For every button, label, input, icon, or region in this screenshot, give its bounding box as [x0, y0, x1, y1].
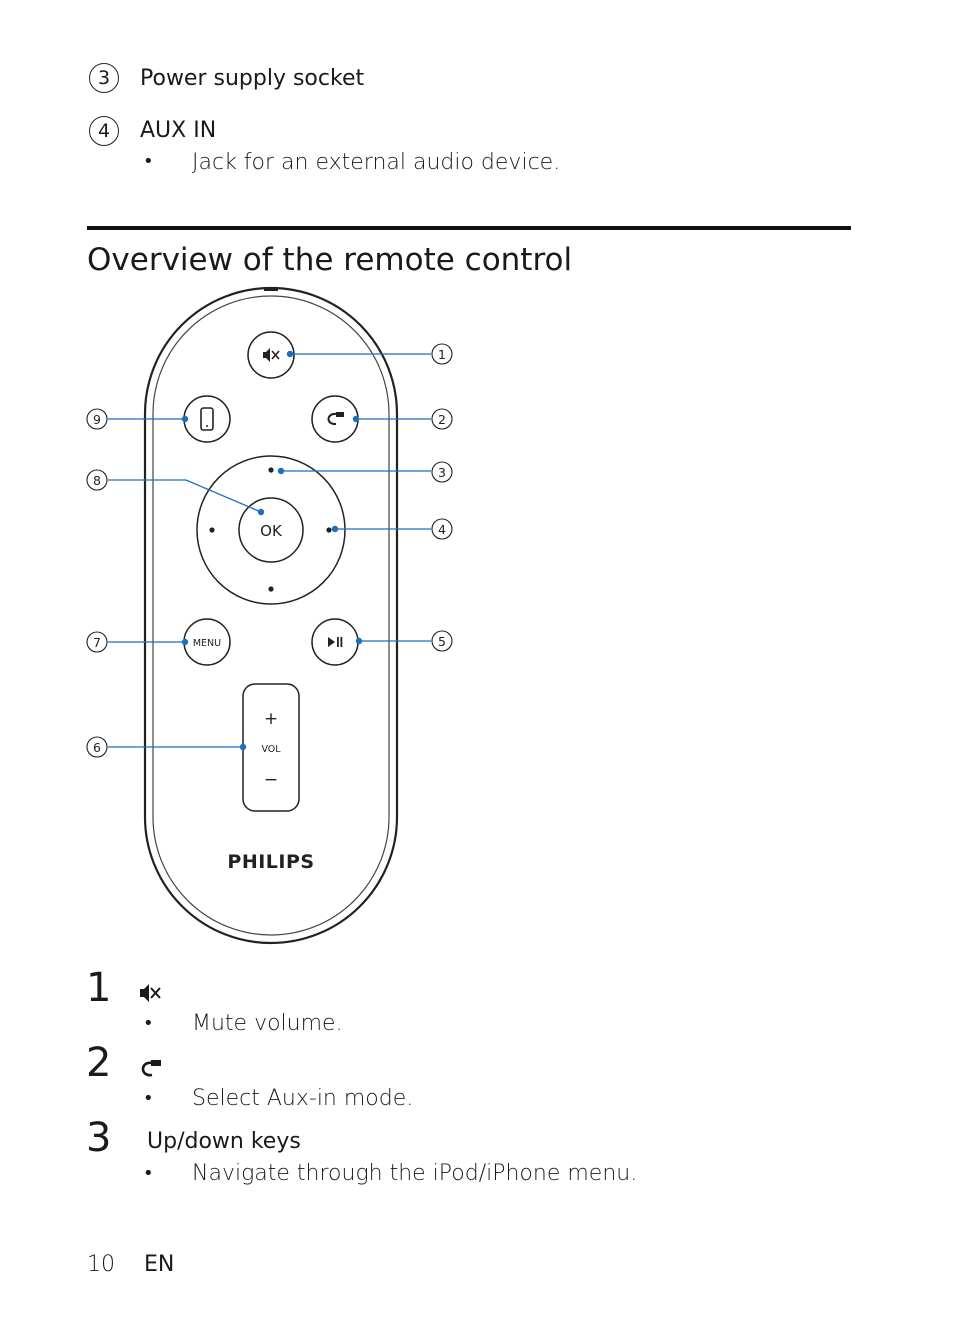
- volume-minus: −: [264, 770, 278, 790]
- callout-circle: [431, 343, 453, 365]
- bullet-point: •: [143, 1013, 154, 1034]
- callout-circle: [431, 630, 453, 652]
- connector-label-aux-in: AUX IN: [140, 118, 217, 143]
- mute-button: [247, 331, 295, 379]
- left-key-dot: [209, 527, 215, 533]
- connector-label-power-supply: Power supply socket: [140, 66, 365, 91]
- remote-control-illustration: OK MENU + VOL − PHILIPS: [86, 286, 453, 945]
- item-number: 2: [86, 1040, 112, 1086]
- callout-number: 2: [438, 412, 446, 427]
- item-number: 1: [86, 965, 112, 1011]
- section-divider: [87, 226, 851, 230]
- bullet-point: •: [143, 1088, 154, 1109]
- menu-label: MENU: [193, 638, 221, 649]
- down-key-dot: [268, 586, 274, 592]
- callout-circle: [86, 408, 108, 430]
- volume-plus: +: [264, 709, 278, 729]
- item-label: Up/down keys: [147, 1129, 301, 1154]
- callout-lines: [108, 353, 431, 748]
- remote-ir-window: [264, 287, 278, 291]
- page-number: 10: [87, 1252, 115, 1277]
- language-code: EN: [144, 1252, 175, 1277]
- remote-body-inner: [152, 295, 390, 936]
- callout-circle: [86, 736, 108, 758]
- callout-number: 1: [438, 347, 446, 362]
- item-description: Mute volume.: [192, 1011, 343, 1036]
- bullet-point: •: [143, 1163, 154, 1184]
- item-description: Navigate through the iPod/iPhone menu.: [192, 1161, 638, 1186]
- mute-icon: [140, 984, 161, 1002]
- callout-number: 8: [93, 473, 101, 488]
- callout-circle: [86, 631, 108, 653]
- callout-number: 3: [89, 63, 119, 93]
- up-key-dot: [268, 467, 274, 473]
- aux-in-button: [311, 395, 359, 443]
- callout-number: 6: [93, 740, 101, 755]
- callout-circle: [431, 518, 453, 540]
- volume-label: VOL: [261, 744, 281, 755]
- ok-label: OK: [260, 522, 283, 540]
- connector-description: Jack for an external audio device.: [192, 150, 561, 175]
- aux-in-icon: [327, 412, 344, 426]
- brand-logo: PHILIPS: [227, 851, 314, 873]
- section-title: Overview of the remote control: [87, 242, 573, 278]
- item-number: 3: [86, 1115, 112, 1161]
- bullet-point: •: [143, 151, 154, 172]
- callout-number: 7: [93, 635, 101, 650]
- item-description: Select Aux-in mode.: [192, 1086, 414, 1111]
- iphone-icon: [200, 407, 214, 431]
- callout-circle: [431, 408, 453, 430]
- callout-number: 3: [438, 465, 446, 480]
- right-key-dot: [326, 527, 332, 533]
- callout-number: 4: [89, 116, 119, 146]
- aux-in-icon: [141, 1060, 161, 1077]
- callout-dots: [181, 350, 363, 751]
- ok-button: [238, 497, 304, 563]
- mute-icon: [263, 348, 280, 362]
- callout-circle: [431, 461, 453, 483]
- callout-number: 4: [438, 522, 446, 537]
- callout-circle: [86, 469, 108, 491]
- callout-number: 9: [93, 412, 101, 427]
- callout-number: 5: [438, 634, 446, 649]
- iphone-button: [183, 395, 231, 443]
- play-pause-icon: [328, 637, 343, 647]
- remote-body-outer: [143, 286, 399, 945]
- play-pause-button: [311, 618, 359, 666]
